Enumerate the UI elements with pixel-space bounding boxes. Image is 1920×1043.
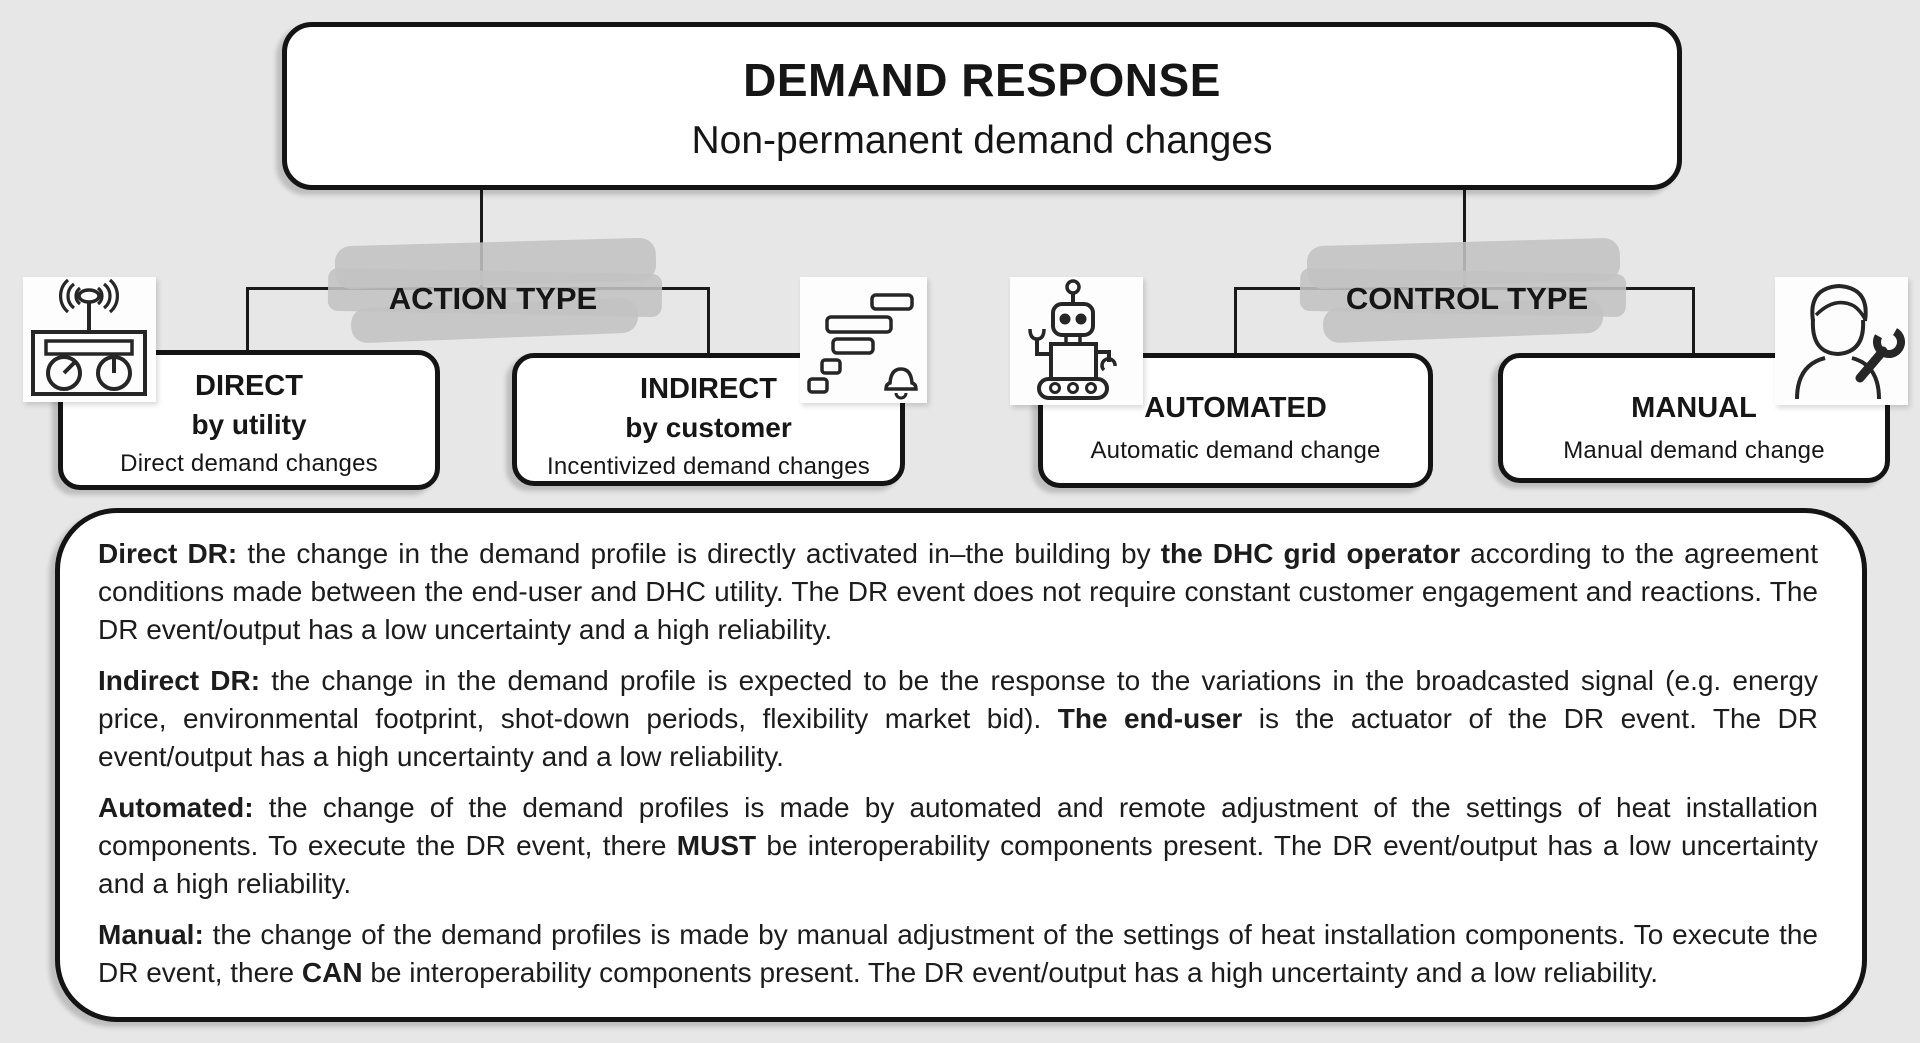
robot-glyph: [1028, 279, 1117, 400]
node-manual-description: Manual demand change: [1563, 437, 1825, 464]
node-automated-description: Automatic demand change: [1090, 437, 1381, 464]
root-box: DEMAND RESPONSE Non-permanent demand cha…: [282, 22, 1682, 190]
node-automated-title: AUTOMATED: [1144, 392, 1327, 424]
radio-remote-meter-icon: [23, 277, 156, 402]
node-direct-title: DIRECT: [195, 370, 303, 402]
branch-label-control-type: CONTROL TYPE: [1345, 281, 1589, 316]
branch-label-action-type: ACTION TYPE: [388, 281, 598, 316]
connector-drop-manual: [1692, 287, 1695, 356]
node-manual-title: MANUAL: [1631, 392, 1757, 424]
definition-manual: Manual: the change of the demand profile…: [98, 919, 1818, 988]
definitions-box: Direct DR: the change in the demand prof…: [55, 508, 1867, 1022]
node-direct-description: Direct demand changes: [120, 450, 378, 477]
connector-drop-automated: [1234, 287, 1237, 356]
definition-automated: Automated: the change of the demand prof…: [98, 792, 1818, 899]
node-direct: DIRECT by utility Direct demand changes: [58, 350, 440, 490]
node-indirect-subtitle: by customer: [625, 412, 792, 443]
radio-remote-meter-glyph: [31, 278, 147, 396]
node-indirect: INDIRECT by customer Incentivized demand…: [512, 353, 905, 486]
diagram-title: DEMAND RESPONSE: [743, 54, 1221, 106]
robot-icon: [1010, 277, 1143, 405]
connector-stem-control: [1463, 190, 1466, 289]
node-indirect-title: INDIRECT: [640, 373, 777, 405]
connector-drop-direct: [246, 287, 249, 353]
node-direct-subtitle: by utility: [191, 409, 307, 440]
connector-stem-action: [480, 190, 483, 289]
technician-wrench-glyph: [1795, 283, 1905, 400]
diagram-subtitle: Non-permanent demand changes: [691, 119, 1273, 162]
gantt-schedule-bell-glyph: [807, 293, 918, 400]
technician-wrench-icon: [1775, 277, 1908, 405]
definition-direct-dr: Direct DR: the change in the demand prof…: [98, 538, 1818, 645]
definition-indirect-dr: Indirect DR: the change in the demand pr…: [98, 665, 1818, 772]
gantt-schedule-bell-icon: [800, 277, 927, 403]
node-indirect-description: Incentivized demand changes: [547, 453, 870, 480]
node-manual: MANUAL Manual demand change: [1498, 353, 1890, 483]
connector-drop-indirect: [707, 287, 710, 356]
